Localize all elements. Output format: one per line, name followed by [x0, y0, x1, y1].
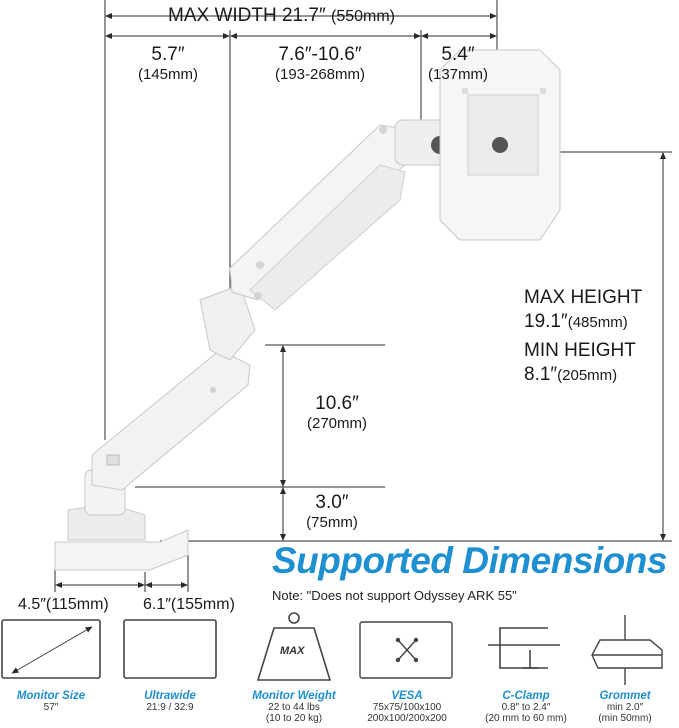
vesa-pattern-icon [359, 621, 453, 679]
arm-height-dimension: 10.6″ (270mm) [306, 393, 367, 432]
feature-value-secondary: 200x100/200x200 [367, 713, 447, 724]
min-height-label: MIN HEIGHT 8.1″(205mm) [524, 340, 636, 385]
feature-value: 21:9 / 32:9 [146, 702, 194, 713]
feature-label: VESA [391, 690, 423, 702]
feature-value: 57″ [43, 702, 59, 713]
feature-vesa: VESA 75x75/100x100 200x100/200x200 [352, 690, 462, 724]
segment-1-dimension: 5.7″ (145mm) [137, 44, 198, 83]
feature-value: 0.8″ to 2.4″ [501, 702, 551, 713]
feature-value: min 2.0″ [606, 702, 644, 713]
feature-label: C-Clamp [502, 690, 550, 702]
feature-c-clamp: C-Clamp 0.8″ to 2.4″ (20 mm to 60 mm) [471, 690, 581, 724]
segment-3-dimension: 5.4″ (137mm) [427, 44, 488, 83]
feature-label: Monitor Weight [252, 690, 336, 702]
monitor-diagonal-icon [1, 619, 101, 679]
segment-2-dimension: 7.6″-10.6″ (193-268mm) [274, 44, 366, 83]
compatibility-note: Note: "Does not support Odyssey ARK 55" [272, 588, 517, 603]
feature-value-secondary: (min 50mm) [598, 713, 652, 724]
feature-value: 75x75/100x100 [372, 702, 442, 713]
lower-arm [91, 284, 256, 491]
arm-height-dimension-lines [135, 344, 385, 541]
feature-label: Ultrawide [144, 690, 196, 702]
max-height-label: MAX HEIGHT 19.1″(485mm) [524, 287, 643, 332]
upper-arm [229, 124, 411, 311]
vesa-plate [439, 49, 561, 241]
feature-value-secondary: (20 mm to 60 mm) [485, 713, 567, 724]
max-width-label: MAX WIDTH 21.7″ (550mm) [168, 5, 395, 26]
base-depth-dimension: 4.5″(115mm) [18, 596, 109, 613]
height-dimension-lines [160, 151, 672, 542]
weight-icon-label: MAX [280, 645, 305, 657]
feature-label: Grommet [599, 690, 651, 702]
feature-value: 22 to 44 lbs [268, 702, 320, 713]
feature-monitor-weight: Monitor Weight 22 to 44 lbs (10 to 20 kg… [239, 690, 349, 724]
section-title: Supported Dimensions [272, 540, 667, 581]
desk-base [54, 469, 189, 571]
c-clamp-icon [488, 627, 560, 669]
feature-grommet: Grommet min 2.0″ (min 50mm) [570, 690, 679, 724]
weight-icon [256, 612, 332, 681]
grommet-icon [591, 615, 663, 685]
base-width-dimension: 6.1″(155mm) [143, 596, 235, 613]
ultrawide-monitor-icon [123, 619, 217, 679]
feature-monitor-size: Monitor Size 57″ [0, 690, 106, 713]
segment-dimension-lines [105, 30, 497, 300]
base-height-dimension: 3.0″ (75mm) [306, 492, 358, 531]
feature-label: Monitor Size [16, 690, 86, 702]
feature-value-secondary: (10 to 20 kg) [265, 713, 323, 724]
feature-ultrawide: Ultrawide 21:9 / 32:9 [115, 690, 225, 713]
